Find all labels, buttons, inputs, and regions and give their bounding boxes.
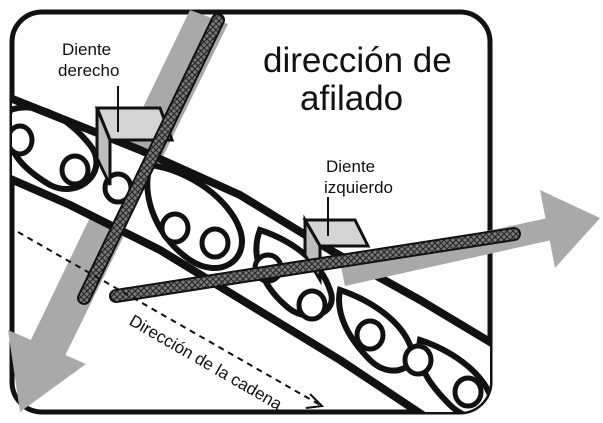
file-rod-left-tooth <box>109 227 521 303</box>
saw-chain <box>12 86 490 412</box>
right-tooth-label-line2: derecho <box>58 61 119 80</box>
file-rod-right-tooth <box>77 13 225 305</box>
title-line2: afilado <box>300 79 403 118</box>
left-tooth-label-line1: Diente <box>326 157 375 176</box>
chain-direction-arrowhead <box>305 393 325 409</box>
right-tooth-label-line1: Diente <box>62 40 111 59</box>
right-cutting-tooth <box>94 106 175 186</box>
chain-direction-dashed-line <box>17 231 323 407</box>
title-line1: dirección de <box>263 41 452 80</box>
left-tooth-label-line2: izquierdo <box>324 178 393 197</box>
